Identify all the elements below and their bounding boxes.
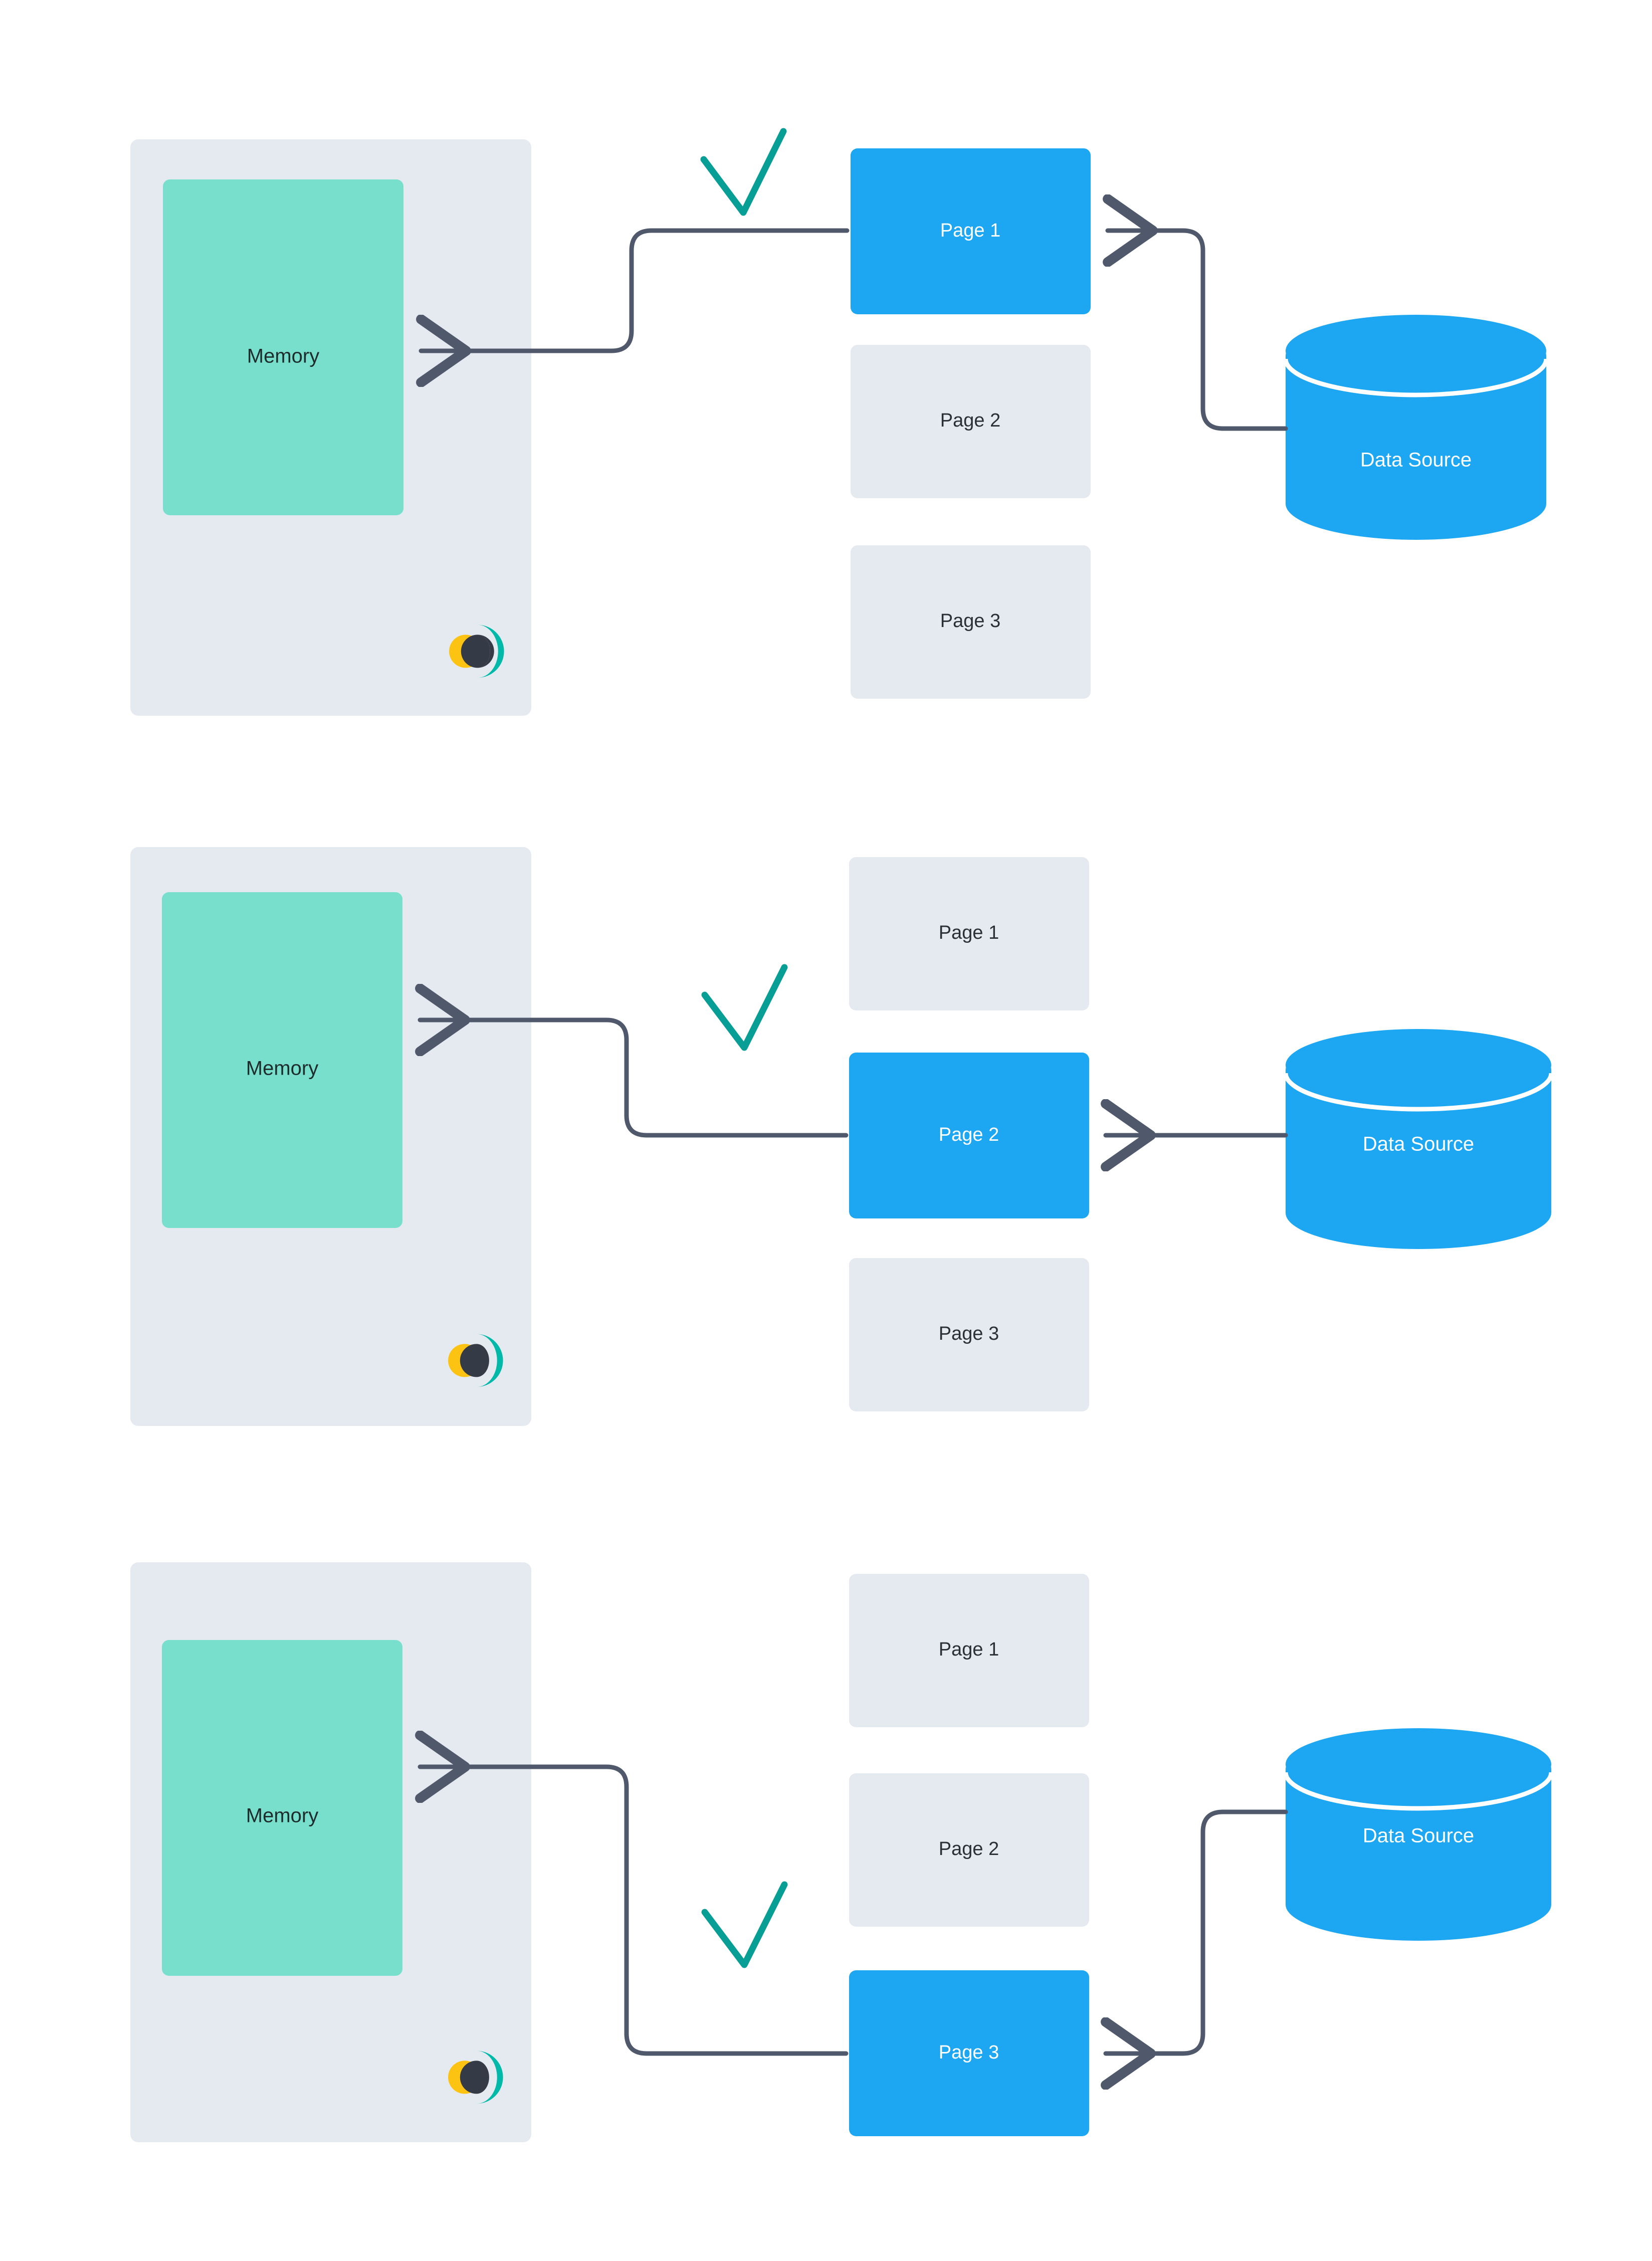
page-box-1-label: Page 1 — [939, 922, 999, 943]
page-box-3[interactable] — [849, 1970, 1089, 2136]
page-box-2-label: Page 2 — [939, 1124, 999, 1145]
memory-label: Memory — [246, 1058, 318, 1080]
memory-block — [162, 1640, 402, 1976]
page-box-3[interactable] — [849, 1258, 1089, 1411]
page-box-1-label: Page 1 — [940, 220, 1000, 241]
brand-logo — [448, 2050, 503, 2104]
page-box-1-label: Page 1 — [939, 1639, 999, 1660]
memory-block — [163, 179, 403, 515]
arrow-page-to-memory — [420, 1020, 849, 1138]
page-box-3-label: Page 3 — [939, 1323, 999, 1344]
data-source-label: Data Source — [1363, 1133, 1474, 1155]
page-box-3-label: Page 3 — [940, 610, 1000, 632]
memory-block — [162, 892, 402, 1228]
memory-label: Memory — [247, 345, 319, 367]
check-icon — [701, 964, 788, 1051]
arrow-datasource-to-page — [1108, 231, 1288, 431]
step-1-group: Memory Page 1 Page 2 Page 3 D — [130, 128, 1549, 716]
page-box-2-label: Page 2 — [939, 1838, 999, 1860]
page-box-2[interactable] — [849, 1773, 1089, 1927]
brand-logo — [448, 1334, 503, 1387]
page-box-3-label: Page 3 — [939, 2042, 999, 2063]
brand-logo — [449, 625, 504, 678]
check-icon — [701, 1881, 788, 1968]
page-box-1[interactable] — [849, 1574, 1089, 1727]
data-source-cylinder[interactable] — [1283, 1728, 1554, 1941]
page-box-2-label: Page 2 — [940, 410, 1000, 431]
data-source-label: Data Source — [1360, 449, 1472, 471]
arrow-page-to-memory — [420, 1767, 849, 2056]
step-2-group: Memory Page 1 Page 2 Page 3 Data Source — [130, 847, 1554, 1426]
data-source-cylinder[interactable] — [1283, 315, 1549, 540]
memory-label: Memory — [246, 1805, 318, 1827]
page-box-1[interactable] — [851, 148, 1091, 314]
arrow-page-to-memory — [421, 228, 850, 351]
page-box-2[interactable] — [851, 345, 1091, 498]
page-box-2[interactable] — [849, 1053, 1089, 1218]
check-icon — [700, 128, 787, 216]
step-3-group: Memory Page 1 Page 2 Page 3 Data Source — [130, 1562, 1554, 2142]
data-source-cylinder[interactable] — [1283, 1029, 1554, 1249]
data-source-label: Data Source — [1363, 1825, 1474, 1847]
page-box-1[interactable] — [849, 857, 1089, 1010]
arrow-datasource-to-page — [1106, 1809, 1288, 2053]
page-box-3[interactable] — [851, 545, 1091, 699]
